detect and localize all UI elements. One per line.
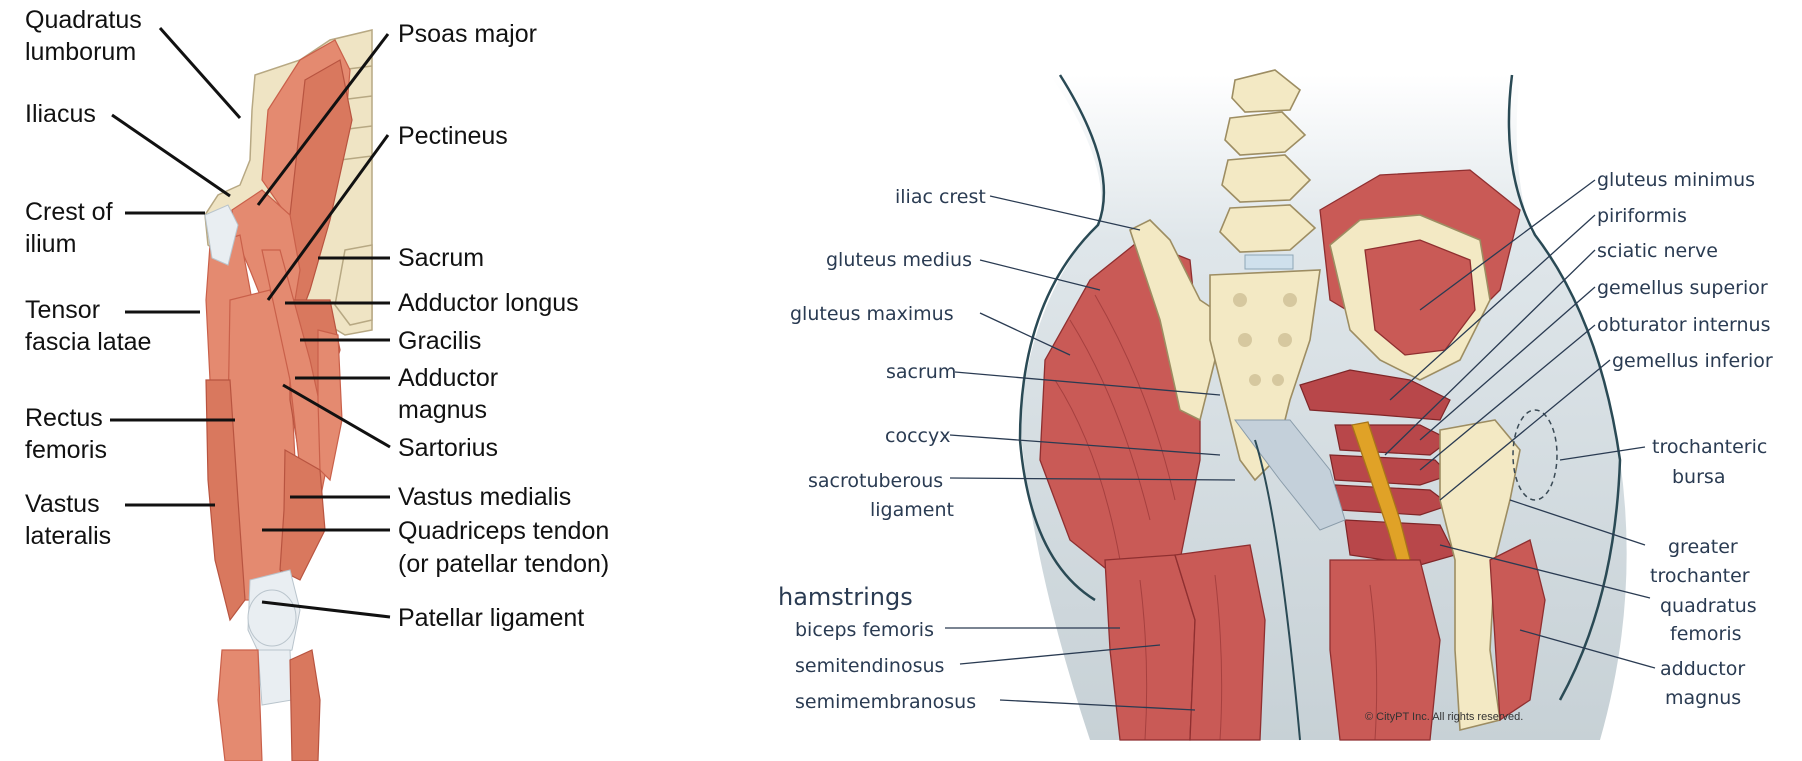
label-crest-of-ilium-1: Crest of xyxy=(25,198,113,226)
label-sacrotuberous-2: ligament xyxy=(870,499,954,521)
left-patella xyxy=(248,590,296,646)
label-patellar-ligament: Patellar ligament xyxy=(398,604,584,632)
left-thigh-illustration xyxy=(205,30,372,761)
label-coccyx: coccyx xyxy=(885,425,950,447)
label-quadriceps-tendon-1: Quadriceps tendon xyxy=(398,517,609,545)
label-adductor-magnus-right-2: magnus xyxy=(1665,687,1741,709)
label-rectus-femoris-2: femoris xyxy=(25,436,107,464)
right-hip-illustration xyxy=(1020,70,1627,740)
left-gracilis xyxy=(318,330,342,480)
right-biceps-femoris xyxy=(1105,555,1195,740)
left-lower-leg-medial xyxy=(290,650,320,761)
label-rectus-femoris-1: Rectus xyxy=(25,404,103,432)
left-patellar-ligament xyxy=(258,650,292,705)
label-vastus-lateralis-1: Vastus xyxy=(25,490,100,518)
label-crest-of-ilium-2: ilium xyxy=(25,230,76,258)
label-gluteus-minimus: gluteus minimus xyxy=(1597,169,1755,191)
label-piriformis: piriformis xyxy=(1597,205,1687,227)
label-vastus-medialis: Vastus medialis xyxy=(398,483,571,511)
label-gemellus-superior: gemellus superior xyxy=(1597,277,1768,299)
label-greater-trochanter-2: trochanter xyxy=(1650,565,1750,587)
label-quadratus-femoris-1: quadratus xyxy=(1660,595,1757,617)
label-gluteus-medius: gluteus medius xyxy=(826,249,972,271)
label-quadratus-lumborum-2: lumborum xyxy=(25,38,136,66)
label-trochanteric-bursa-1: trochanteric xyxy=(1652,436,1767,458)
label-vastus-lateralis-2: lateralis xyxy=(25,522,111,550)
label-semimembranosus: semimembranosus xyxy=(795,691,976,713)
left-vastus-medialis xyxy=(280,450,325,580)
label-semitendinosus: semitendinosus xyxy=(795,655,944,677)
label-tensor-fascia-latae-1: Tensor xyxy=(25,296,100,324)
label-greater-trochanter-1: greater xyxy=(1668,536,1738,558)
label-trochanteric-bursa-2: bursa xyxy=(1672,466,1725,488)
label-sacrum-right: sacrum xyxy=(886,361,956,383)
left-lower-leg xyxy=(218,650,262,761)
label-sacrotuberous-1: sacrotuberous xyxy=(808,470,943,492)
label-adductor-magnus-1: Adductor xyxy=(398,364,498,392)
label-obturator-internus: obturator internus xyxy=(1597,314,1770,336)
label-quadratus-lumborum-1: Quadratus xyxy=(25,6,142,34)
label-gemellus-inferior: gemellus inferior xyxy=(1612,350,1773,372)
label-gluteus-maximus: gluteus maximus xyxy=(790,303,954,325)
label-quadratus-femoris-2: femoris xyxy=(1670,623,1742,645)
label-adductor-magnus-right-1: adductor xyxy=(1660,658,1745,680)
label-iliacus: Iliacus xyxy=(25,100,96,128)
label-pectineus: Pectineus xyxy=(398,122,508,150)
label-iliac-crest: iliac crest xyxy=(895,186,986,208)
label-gracilis: Gracilis xyxy=(398,327,481,355)
label-adductor-longus: Adductor longus xyxy=(398,289,579,317)
label-tensor-fascia-latae-2: fascia latae xyxy=(25,328,151,356)
copyright-notice: © CityPT Inc. All rights reserved. xyxy=(1365,711,1523,723)
label-sciatic-nerve: sciatic nerve xyxy=(1597,240,1718,262)
label-psoas-major: Psoas major xyxy=(398,20,537,48)
label-sartorius: Sartorius xyxy=(398,434,498,462)
label-quadriceps-tendon-2: (or patellar tendon) xyxy=(398,550,609,578)
label-sacrum-left: Sacrum xyxy=(398,244,484,272)
label-adductor-magnus-2: magnus xyxy=(398,396,487,424)
label-biceps-femoris: biceps femoris xyxy=(795,619,934,641)
label-hamstrings: hamstrings xyxy=(778,583,913,611)
